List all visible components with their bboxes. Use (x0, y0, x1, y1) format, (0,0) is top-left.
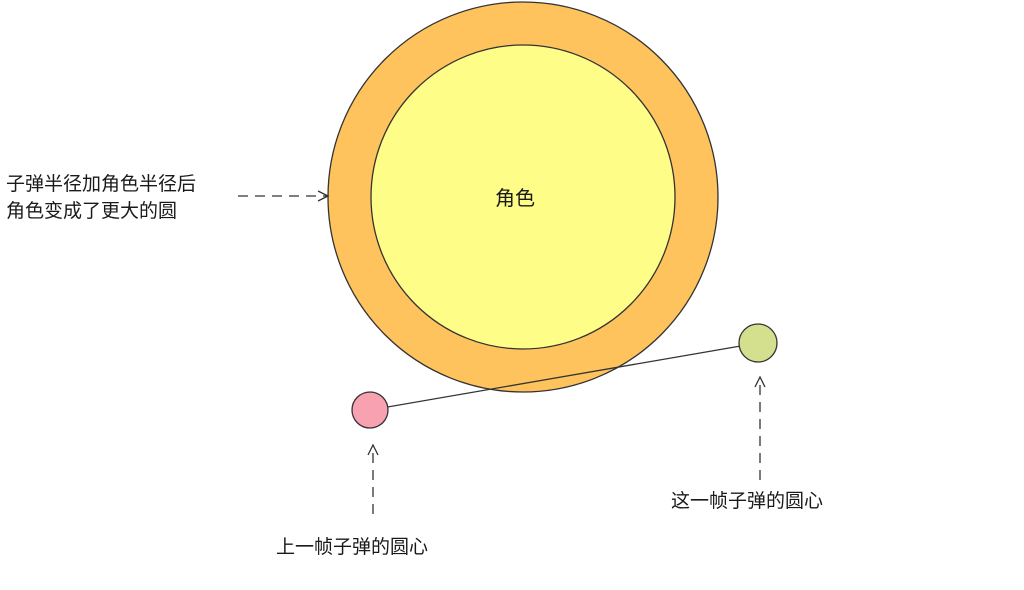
role-circle (370, 44, 676, 350)
annotation-line-2: 角色变成了更大的圆 (6, 200, 178, 222)
role-label: 角色 (495, 186, 535, 210)
expanded-circle-annotation: 子弹半径加角色半径后 角色变成了更大的圆 (6, 171, 196, 225)
current-bullet-center (738, 323, 778, 363)
current-center-label: 这一帧子弹的圆心 (671, 490, 824, 512)
prev-center-label: 上一帧子弹的圆心 (276, 536, 429, 558)
annotation-line-1: 子弹半径加角色半径后 (6, 173, 197, 195)
bullet-path-line (369, 342, 759, 411)
prev-bullet-center (351, 391, 389, 429)
